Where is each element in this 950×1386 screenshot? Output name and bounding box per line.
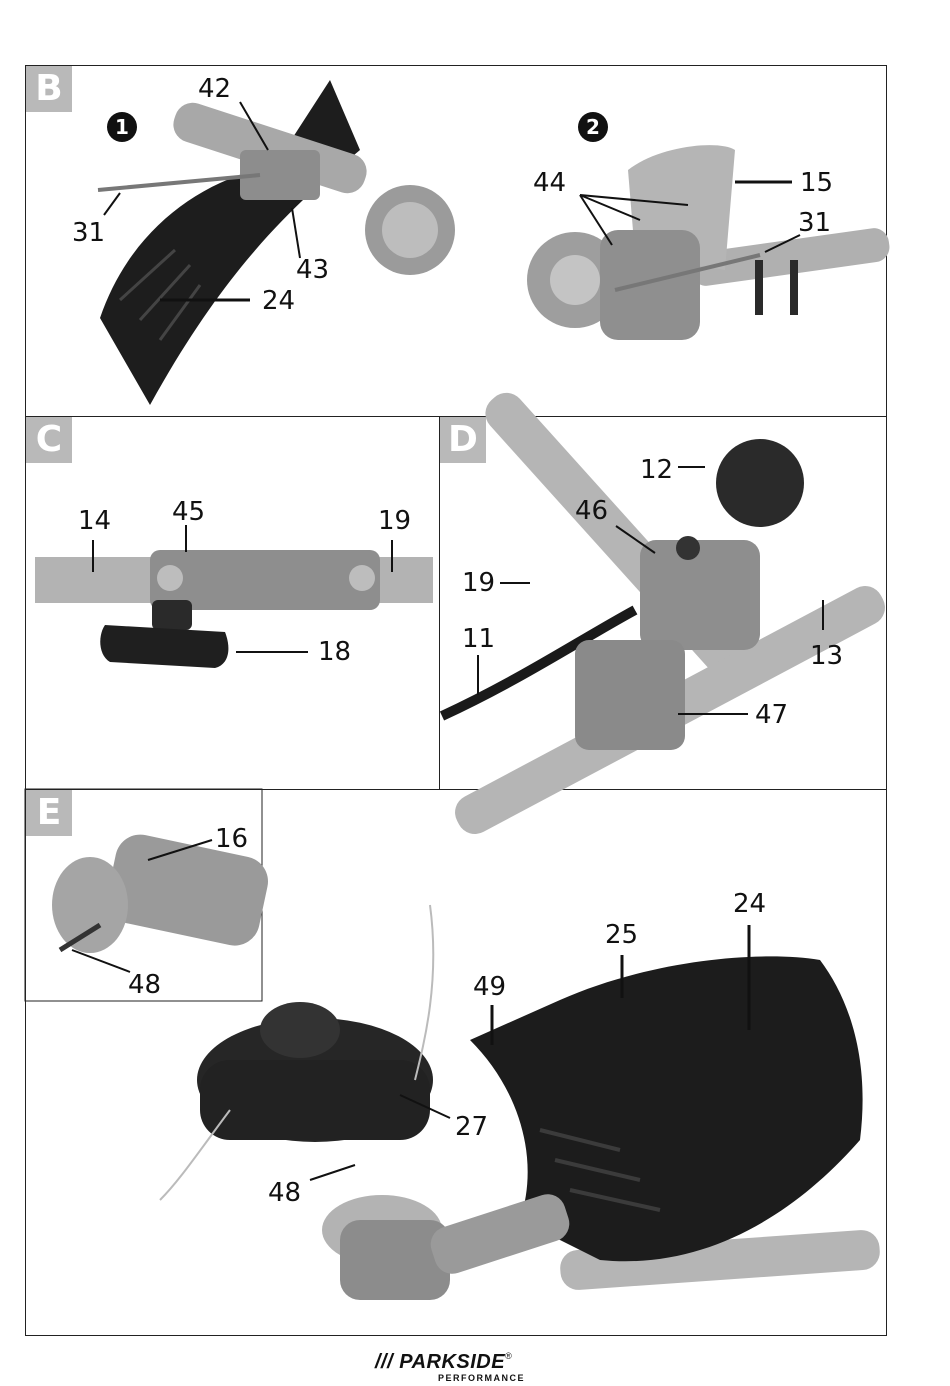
- callout-24: 24: [262, 286, 296, 316]
- callout-14: 14: [78, 506, 112, 536]
- callout-24-e: 24: [733, 889, 767, 919]
- parkside-logo: /// PARKSIDE® PERFORMANCE: [375, 1351, 524, 1383]
- callout-42: 42: [198, 74, 232, 104]
- panel-c-drawing: [35, 550, 433, 668]
- callout-19-c: 19: [378, 506, 412, 536]
- panel-b-step1-drawing: [97, 80, 455, 405]
- callout-leaders: [71, 101, 824, 1181]
- callout-15: 15: [800, 168, 834, 198]
- panel-b-step2-drawing: [527, 145, 890, 340]
- step-2-marker: 2: [578, 112, 608, 142]
- callout-46: 46: [575, 496, 609, 526]
- callout-48: 48: [268, 1178, 302, 1208]
- step-1-marker: 1: [107, 112, 137, 142]
- brand-registered-mark: ®: [505, 1351, 512, 1361]
- callout-12: 12: [640, 455, 674, 485]
- callout-25: 25: [605, 920, 639, 950]
- panel-e-main-drawing: [159, 904, 880, 1300]
- panel-d-drawing: [439, 392, 885, 834]
- callout-49: 49: [473, 972, 507, 1002]
- callout-47: 47: [755, 700, 789, 730]
- callout-45: 45: [172, 497, 206, 527]
- panel-d-tag: D: [440, 417, 486, 463]
- callout-31: 31: [72, 218, 106, 248]
- callout-11: 11: [462, 624, 496, 654]
- panel-e-frame: [25, 789, 887, 1336]
- callout-13: 13: [810, 641, 844, 671]
- callout-18: 18: [318, 637, 352, 667]
- callout-27: 27: [455, 1112, 489, 1142]
- callout-16: 16: [215, 824, 249, 854]
- panel-e-inset-drawing: [24, 788, 269, 1002]
- panel-b-tag: B: [26, 66, 72, 112]
- callout-43: 43: [296, 255, 330, 285]
- callout-19-d: 19: [462, 568, 496, 598]
- callout-48-inset: 48: [128, 970, 162, 1000]
- callout-31-right: 31: [798, 208, 832, 238]
- brand-name: /// PARKSIDE: [375, 1351, 506, 1373]
- panel-c-tag: C: [26, 417, 72, 463]
- brand-subline: PERFORMANCE: [438, 1373, 526, 1383]
- callout-44: 44: [533, 168, 567, 198]
- panel-e-tag: E: [26, 790, 72, 836]
